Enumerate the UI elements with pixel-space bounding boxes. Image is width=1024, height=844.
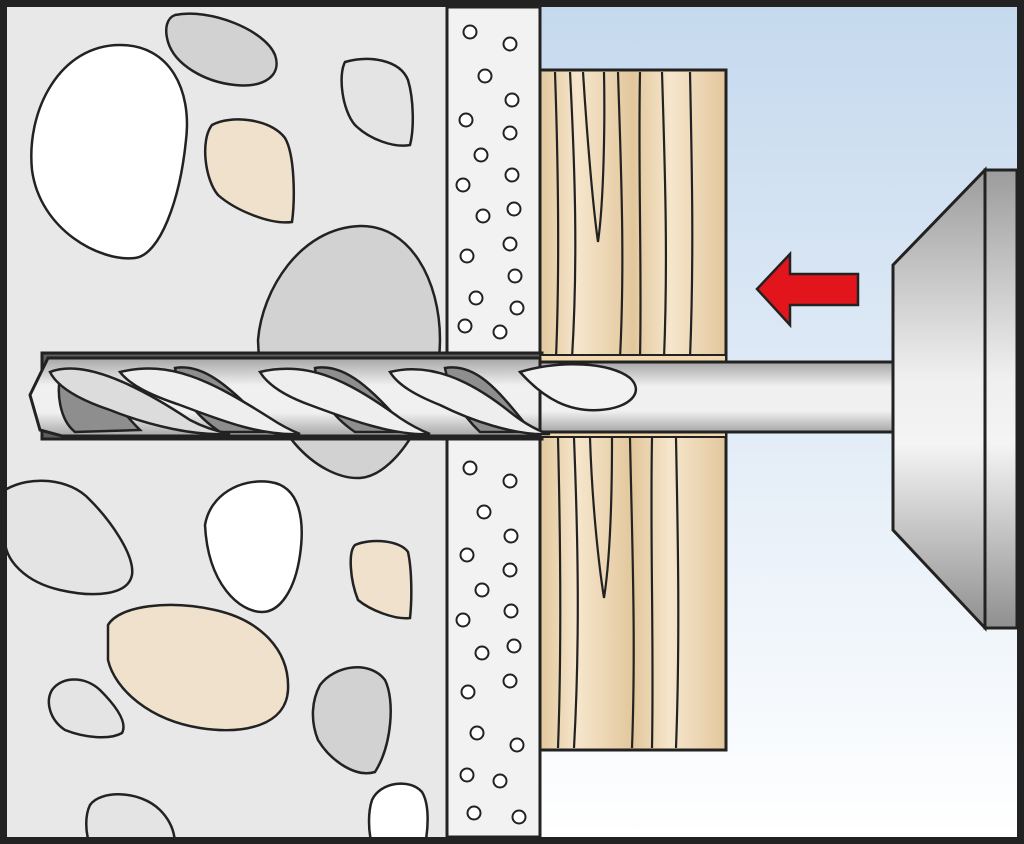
plaster-dot [492,324,508,340]
plaster-dot [460,684,476,700]
plaster-dot [502,562,518,578]
plaster-dot [504,92,520,108]
plaster-dot [503,603,519,619]
plaster-dot [468,290,484,306]
stone-beige-top [204,118,295,224]
plaster-dot [492,773,508,789]
stone-lightgray-left [7,479,134,596]
stone-beige-center [349,539,413,620]
plaster-dot [474,582,490,598]
stone-lightgray-bottom [85,793,176,837]
plaster-dot [474,645,490,661]
plaster-dot [503,528,519,544]
plaster-dot [459,547,475,563]
plaster-dot [509,300,525,316]
stone-lightgray-top-right [340,57,415,147]
plaster-dot [511,809,527,825]
plaster-dot [469,725,485,741]
plaster-dot [502,473,518,489]
stone-beige-large [106,603,290,732]
stone-lightgray-bottom-left [47,678,125,739]
plaster-dot [506,201,522,217]
stone-white-bottom [367,782,429,837]
plaster-dots [455,24,527,825]
plaster-dot [504,167,520,183]
plaster-dot [502,125,518,141]
plaster-dot [466,805,482,821]
plaster-dot [507,268,523,284]
plaster-dot [476,504,492,520]
plaster-dot [506,638,522,654]
stone-white-center [203,480,303,614]
plaster-dot [458,112,474,128]
push-arrow-icon [755,250,860,329]
plaster-dot [502,236,518,252]
stone-gray-right [311,666,392,775]
plaster-dot [462,24,478,40]
plaster-dot [455,612,471,628]
plaster-dot [502,673,518,689]
plaster-dot [509,737,525,753]
plaster-dot [502,36,518,52]
stone-white-large [30,43,189,260]
stone-gray-top [165,12,278,87]
plaster-dot [475,208,491,224]
plaster-dot [477,68,493,84]
plaster-dot [473,147,489,163]
plaster-dot [459,767,475,783]
plaster-dot [457,318,473,334]
plaster-dot [459,248,475,264]
plaster-dot [462,460,478,476]
plaster-dot [455,177,471,193]
drill-chuck-icon [891,166,1019,632]
drill-bit-icon [28,356,902,438]
plaster-layer [445,5,542,839]
